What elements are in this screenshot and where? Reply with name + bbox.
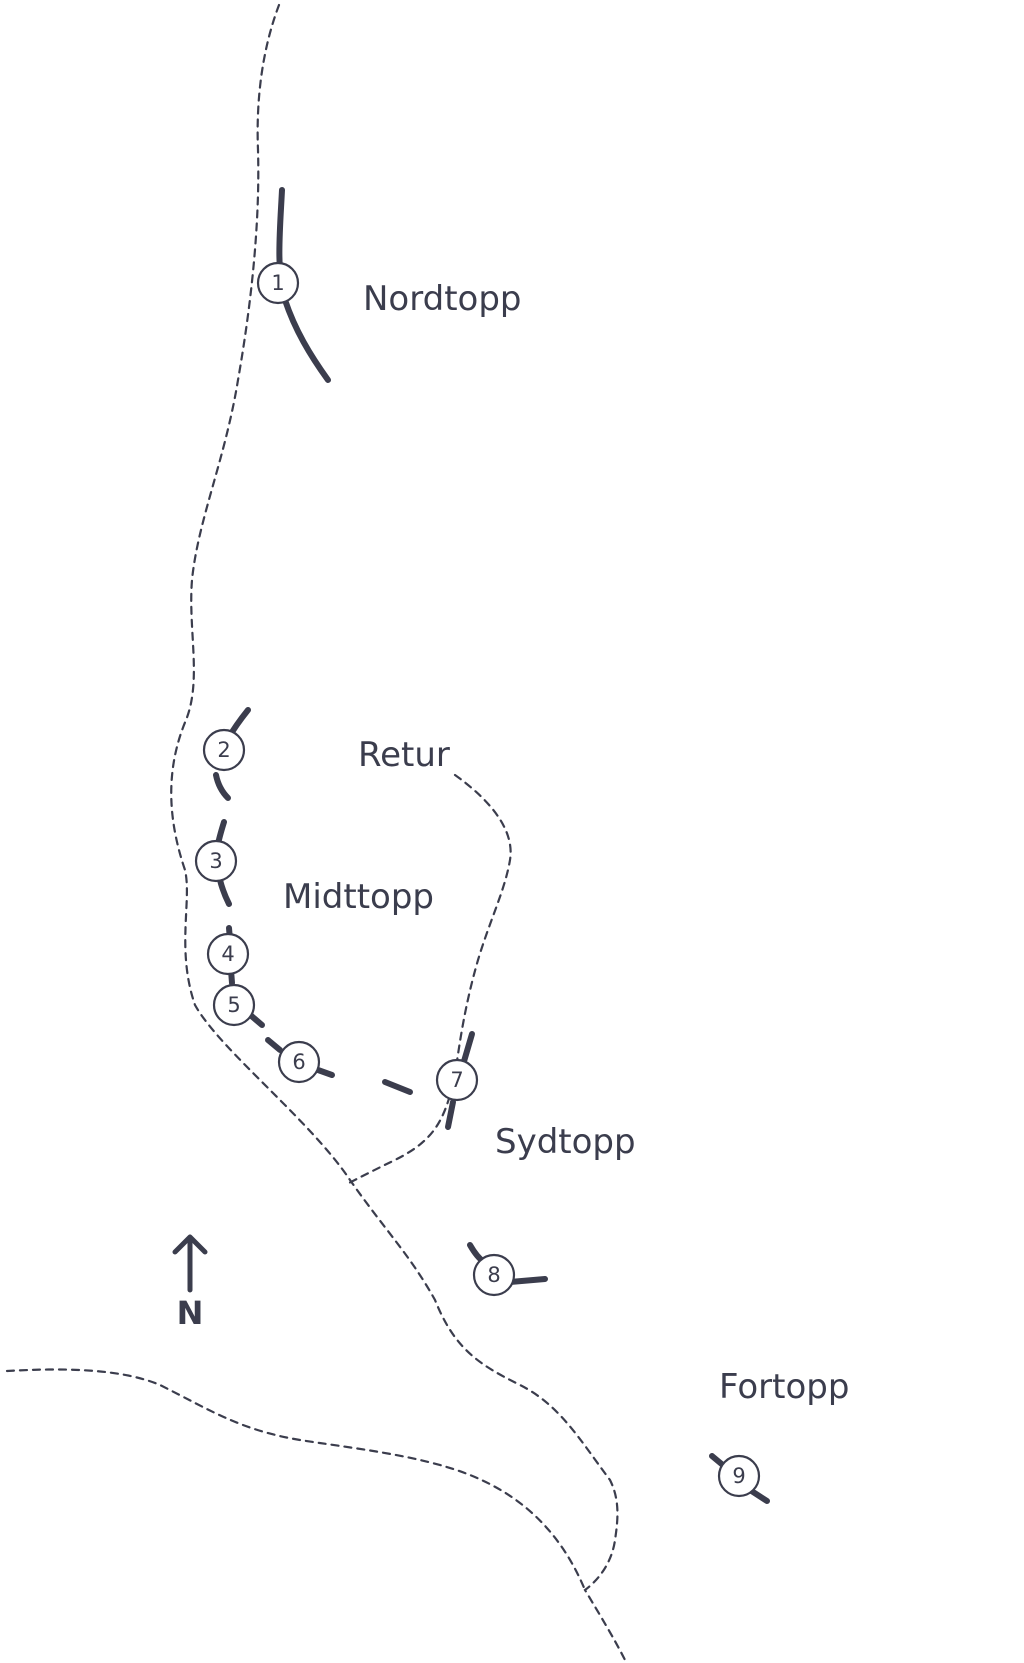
markers: 1 2 3 4 5 6 7 8 — [194, 261, 761, 1498]
marker-9[interactable]: 9 — [717, 1454, 761, 1498]
marker-4-number: 4 — [221, 942, 234, 966]
marker-2-number: 2 — [217, 738, 230, 762]
marker-7[interactable]: 7 — [435, 1058, 479, 1102]
label-retur: Retur — [358, 735, 450, 775]
marker-1-number: 1 — [271, 271, 284, 295]
marker-5-number: 5 — [227, 993, 240, 1017]
marker-8-number: 8 — [487, 1263, 500, 1287]
trails — [5, 3, 627, 1662]
marker-5[interactable]: 5 — [212, 983, 256, 1027]
valley-trail — [5, 1368, 587, 1592]
label-fortopp: Fortopp — [719, 1367, 849, 1407]
marker-6-number: 6 — [292, 1050, 305, 1074]
marker-4[interactable]: 4 — [206, 932, 250, 976]
label-sydtopp: Sydtopp — [495, 1122, 636, 1162]
marker-6[interactable]: 6 — [277, 1040, 321, 1084]
main-trail — [170, 3, 627, 1662]
marker-8[interactable]: 8 — [472, 1253, 516, 1297]
north-arrow: N — [172, 1234, 208, 1332]
marker-7-number: 7 — [450, 1068, 463, 1092]
route-segment-link — [382, 1079, 413, 1095]
marker-3[interactable]: 3 — [194, 839, 238, 883]
marker-9-number: 9 — [732, 1464, 745, 1488]
north-letter: N — [177, 1294, 204, 1332]
place-labels: Nordtopp Retur Midttopp Sydtopp Fortopp — [283, 279, 849, 1407]
north-arrow-icon — [172, 1234, 208, 1293]
route-segment-6 — [265, 1037, 335, 1078]
label-nordtopp: Nordtopp — [363, 279, 522, 319]
marker-3-number: 3 — [209, 849, 222, 873]
route-segments — [213, 187, 770, 1504]
marker-1[interactable]: 1 — [256, 261, 300, 305]
return-trail — [343, 773, 512, 1187]
marker-2[interactable]: 2 — [202, 728, 246, 772]
label-midttopp: Midttopp — [283, 877, 434, 917]
